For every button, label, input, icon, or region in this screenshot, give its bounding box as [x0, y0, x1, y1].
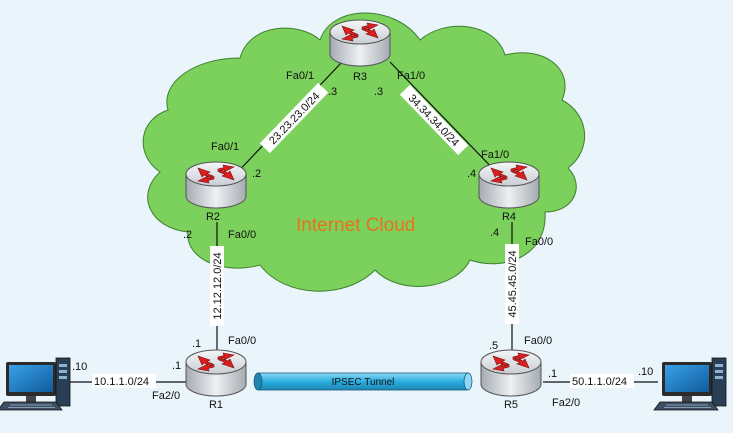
host-pc-right: .10 [638, 366, 653, 378]
iface-r3-left: Fa0/1 [286, 70, 314, 82]
net-lan-left: 10.1.1.0/24 [92, 374, 156, 388]
link-r3-r4 [389, 61, 501, 177]
router-r5[interactable] [480, 349, 542, 397]
router-r1-label: R1 [209, 399, 223, 411]
router-icon [329, 19, 391, 67]
host-r2-top: .2 [252, 168, 261, 180]
host-r1-left: .1 [172, 360, 181, 372]
host-r3-right: .3 [374, 86, 383, 98]
host-r2-bottom: .2 [183, 229, 192, 241]
pc-right[interactable] [653, 357, 727, 411]
router-icon [185, 161, 247, 209]
svg-text:12.12.12.0/24: 12.12.12.0/24 [212, 252, 224, 319]
computer-icon [653, 357, 727, 411]
router-icon [480, 349, 542, 397]
host-r4-bottom: .4 [490, 227, 499, 239]
router-r2-label: R2 [206, 211, 220, 223]
host-r5-right: .1 [548, 368, 557, 380]
iface-r1-top: Fa0/0 [228, 335, 256, 347]
svg-text:10.1.1.0/24: 10.1.1.0/24 [94, 376, 149, 388]
router-r5-label: R5 [504, 399, 518, 411]
net-lan-right: 50.1.1.0/24 [570, 374, 634, 388]
router-icon [185, 349, 247, 397]
svg-text:IPSEC Tunnel: IPSEC Tunnel [332, 377, 395, 388]
iface-r1-left: Fa2/0 [152, 390, 180, 402]
iface-r4-top: Fa1/0 [481, 149, 509, 161]
host-r4-top: .4 [467, 168, 476, 180]
router-r3-label: R3 [353, 71, 367, 83]
router-r2[interactable] [185, 161, 247, 209]
iface-r3-right: Fa1/0 [397, 70, 425, 82]
ipsec-tunnel: IPSEC Tunnel [253, 372, 473, 391]
router-icon [478, 161, 540, 209]
iface-r5-top: Fa0/0 [524, 335, 552, 347]
host-r3-left: .3 [328, 86, 337, 98]
net-r4-r5: 45.45.45.0/24 [505, 244, 519, 324]
router-r4[interactable] [478, 161, 540, 209]
router-r1[interactable] [185, 349, 247, 397]
host-r1-top: .1 [192, 338, 201, 350]
router-r4-label: R4 [502, 211, 516, 223]
iface-r2-top: Fa0/1 [211, 141, 239, 153]
iface-r2-bottom: Fa0/0 [228, 229, 256, 241]
svg-text:50.1.1.0/24: 50.1.1.0/24 [572, 376, 627, 388]
pc-left[interactable] [0, 357, 71, 411]
host-pc-left: .10 [72, 361, 87, 373]
svg-text:45.45.45.0/24: 45.45.45.0/24 [507, 250, 519, 317]
iface-r5-right: Fa2/0 [552, 397, 580, 409]
computer-icon [0, 357, 71, 411]
iface-r4-bottom: Fa0/0 [525, 236, 553, 248]
host-r5-top: .5 [489, 340, 498, 352]
net-r1-r2: 12.12.12.0/24 [210, 246, 224, 326]
router-r3[interactable] [329, 19, 391, 67]
cloud-label: Internet Cloud [296, 215, 415, 236]
